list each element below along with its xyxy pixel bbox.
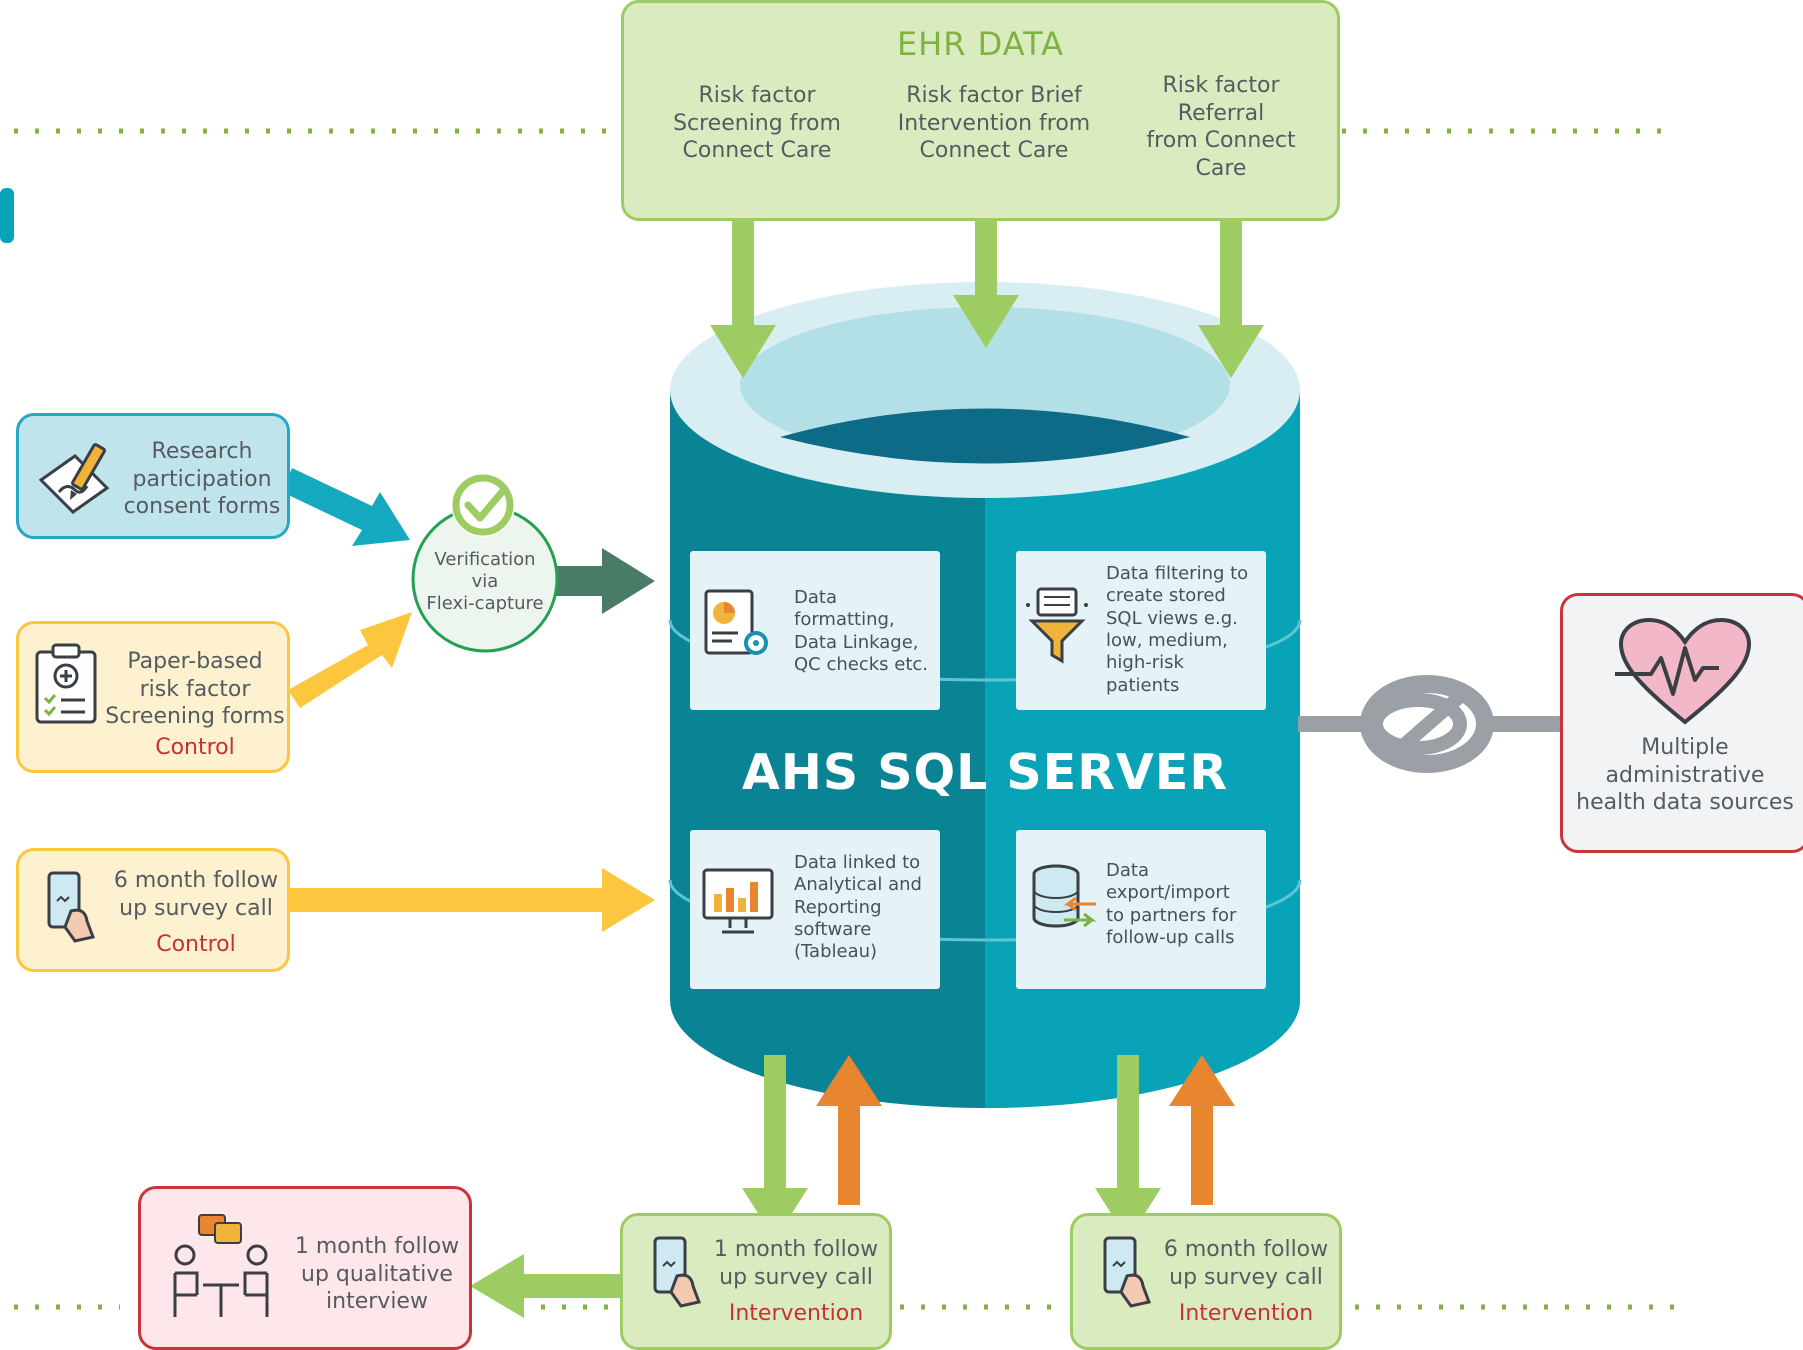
phone-hand-icon [47,871,96,943]
edge-marker [0,188,14,243]
six-month-intervention-box: 6 month follow up survey call Interventi… [1070,1213,1342,1350]
database-top-hole [780,408,1190,464]
consent-forms-label: Research participation consent forms [123,439,281,519]
left-arrows [282,468,655,932]
phone-hand-icon [1103,1236,1152,1308]
database-transfer-icon [1032,864,1097,928]
paper-screening-label: Paper-based risk factor Screening forms [105,649,285,729]
ehr-arrows [710,198,1264,378]
panel-data-export: Data export/import to partners for follo… [1016,830,1266,989]
ehr-item-brief-intervention: Risk factor Brief Intervention from Conn… [897,83,1091,163]
panel-data-filtering-text: Data filtering to create stored SQL view… [1106,563,1249,696]
six-month-intervention-tag: Intervention [1178,1301,1314,1326]
server-title: AHS SQL SERVER [741,744,1229,801]
panel-data-filtering: Data filtering to create stored SQL view… [1016,551,1266,710]
panel-data-export-text: Data export/import to partners for follo… [1106,860,1237,948]
consent-forms-box: Research participation consent forms [16,413,290,539]
admin-health-sources-label: Multiple administrative health data sour… [1576,735,1794,815]
verification-label: Verification via Flexi-capture [426,549,544,614]
panel-analytics: Data linked to Analytical and Reporting … [690,830,940,989]
qualitative-interview-box: 1 month follow up qualitative interview [138,1186,472,1350]
interview-people-icon [173,1214,269,1317]
clipboard-icon [35,643,97,724]
ehr-data-box: EHR DATA Risk factor Screening from Conn… [621,0,1340,221]
admin-health-sources-box: Multiple administrative health data sour… [1560,593,1803,853]
ehr-title: EHR DATA [896,25,1065,63]
signing-document-icon [38,443,110,514]
six-month-intervention-label: 6 month follow up survey call [1163,1237,1329,1290]
one-month-intervention-label: 1 month follow up survey call [713,1237,879,1290]
heart-pulse-icon [1615,618,1752,725]
filter-funnel-icon [1026,587,1088,664]
six-month-control-tag: Control [156,932,236,957]
one-month-intervention-tag: Intervention [728,1301,864,1326]
panel-data-formatting: Data formatting, Data Linkage, QC checks… [690,551,940,710]
phone-hand-icon [653,1236,702,1308]
right-connector [1298,675,1563,773]
one-month-intervention-box: 1 month follow up survey call Interventi… [620,1213,892,1350]
six-month-control-label: 6 month follow up survey call [113,868,279,921]
paper-screening-box: Paper-based risk factor Screening forms … [16,621,290,773]
report-gear-icon [704,589,768,655]
check-icon [452,474,514,536]
check-icon-bg [451,473,515,537]
six-month-control-box: 6 month follow up survey call Control [16,848,290,972]
qualitative-interview-label: 1 month follow up qualitative interview [294,1234,460,1314]
panel-analytics-text: Data linked to Analytical and Reporting … [794,852,922,963]
ehr-item-screening: Risk factor Screening from Connect Care [673,83,841,163]
panel-data-formatting-text: Data formatting, Data Linkage, QC checks… [794,587,929,675]
ehr-item-referral: Risk factor Referral from Connect Care [1146,73,1296,181]
monitor-chart-icon [702,868,774,934]
paper-screening-tag: Control [155,735,235,760]
